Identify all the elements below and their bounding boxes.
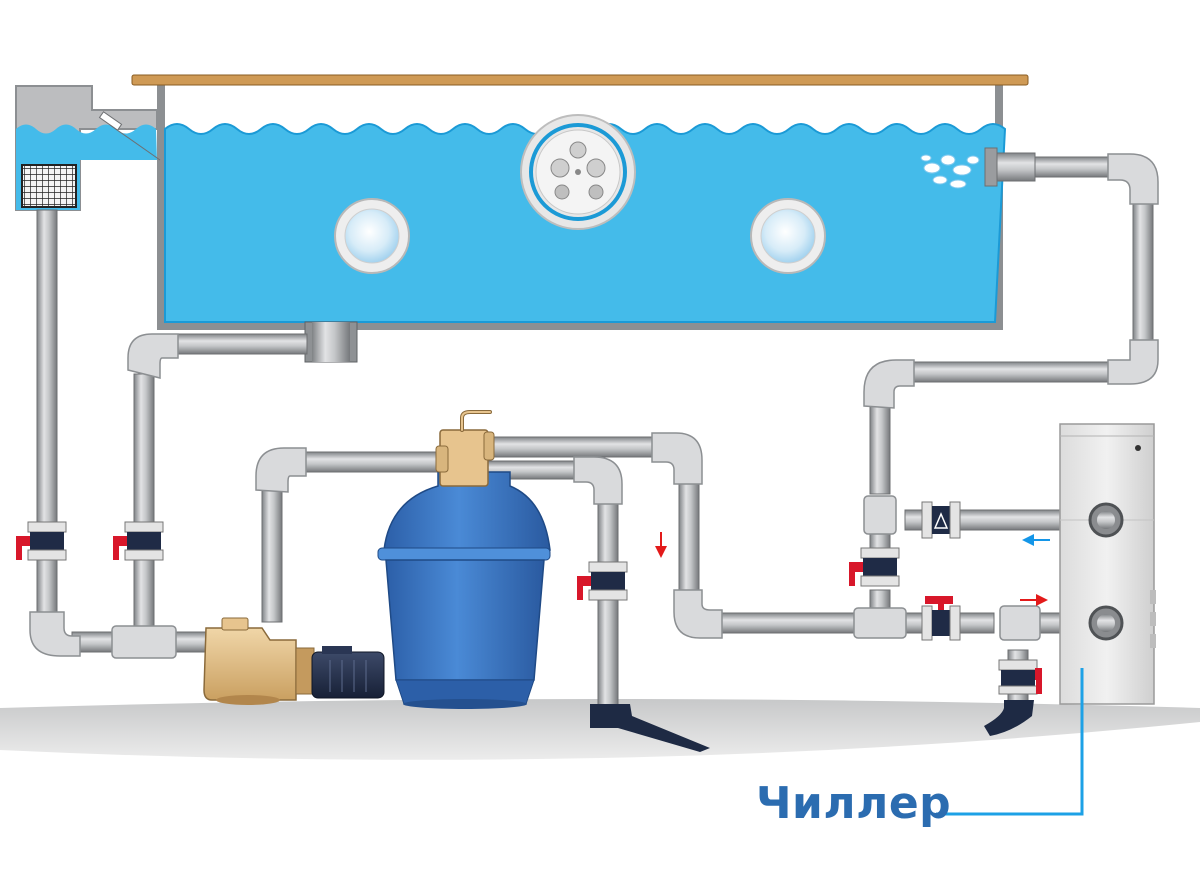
- multiport-valve: [435, 410, 495, 487]
- return-nozzle: [984, 147, 1036, 187]
- valve-waste: [577, 561, 628, 601]
- water-bubbles: [920, 154, 980, 189]
- callout-leader-line: [936, 668, 1084, 816]
- chiller-drain-outlet: [984, 700, 1034, 736]
- flow-arrow-right: [1020, 594, 1048, 606]
- skimmer-with-basket: [15, 85, 161, 211]
- sand-filter: [377, 471, 551, 709]
- valve-bypass: [849, 547, 900, 587]
- bottom-drain: [304, 321, 358, 363]
- pool-light: [334, 198, 410, 274]
- flow-arrow-down: [655, 532, 667, 558]
- waste-outlet: [590, 704, 710, 752]
- valve-chiller-inlet: [921, 596, 961, 641]
- valve-chiller-drain: [998, 659, 1042, 695]
- chiller-unit: [1059, 423, 1156, 705]
- pool-light: [750, 198, 826, 274]
- skimmer-basket: [21, 164, 77, 208]
- pipe-network: [36, 156, 1154, 709]
- deck-board: [131, 74, 1029, 86]
- check-valve-chiller-outlet: [921, 501, 961, 539]
- ground: [0, 699, 1200, 760]
- valve-drain: [113, 521, 164, 561]
- pump-motor: [311, 646, 385, 699]
- pipe-fittings: [29, 153, 1159, 659]
- counterflow-jet-unit: [520, 114, 636, 230]
- circulation-pump: [203, 617, 315, 705]
- chiller-label: Чиллер: [756, 778, 952, 829]
- valve-skimmer: [16, 521, 67, 561]
- flow-arrow-left: [1022, 534, 1050, 546]
